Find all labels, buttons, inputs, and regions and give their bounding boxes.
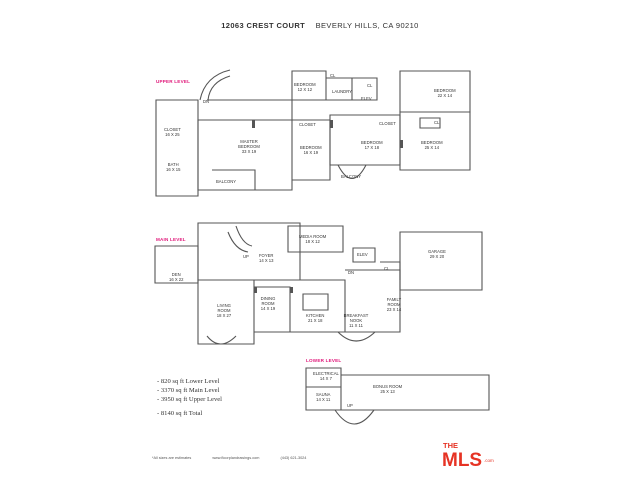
lower-level-label: LOWER LEVEL [306,358,342,363]
room-closet-mid: CLOSET [299,122,316,127]
sqft-main: - 3370 sq ft Main Level [157,387,220,394]
room-closet-cl-c: CL [434,120,440,125]
sqft-upper: - 3950 sq ft Upper Level [157,396,223,403]
main-level-label: MAIN LEVEL [156,237,186,242]
stairs-up-main: UP [243,254,249,259]
room-closet-right: CLOSET [379,121,396,126]
stairs-down-upper: DN [203,99,210,104]
room-balcony-upper-round: BALCONY [341,174,362,179]
logo-the: THE [443,441,458,450]
footer-note: *All sizes are estimates [152,456,192,460]
room-elevator-main: ELEV [357,252,368,257]
lower-level-plan [305,367,490,425]
mls-logo: THE MLS .com [442,441,494,470]
room-closet-main: CL [384,266,390,271]
room-laundry: LAUNDRY [332,89,352,94]
footer: *All sizes are estimates www.floorplandr… [152,456,326,460]
page-title: 12063 CREST COURT BEVERLY HILLS, CA 9021… [0,21,640,30]
footer-site[interactable]: www.floorplandrawings.com [212,456,260,460]
room-balcony-upper-left: BALCONY [216,179,237,184]
footer-phone: (443) 621-3024 [280,456,307,460]
property-address: 12063 CREST COURT [221,21,306,30]
sqft-lower: - 820 sq ft Lower Level [157,378,220,385]
property-city: BEVERLY HILLS, CA 90210 [315,21,419,30]
logo-mls: MLS [442,450,482,470]
room-elevator-upper: ELEV [361,96,372,101]
stairs-up-lower: UP [347,403,353,408]
sqft-total: - 8140 sq ft Total [157,410,203,417]
stairs-down-main: DN [348,270,355,275]
room-closet-cl-a: CL [330,73,336,78]
logo-tld: .com [484,458,494,463]
upper-level-plan [155,69,471,197]
main-level-plan [154,222,483,345]
room-closet-cl-b: CL [367,83,373,88]
upper-level-label: UPPER LEVEL [156,79,191,84]
